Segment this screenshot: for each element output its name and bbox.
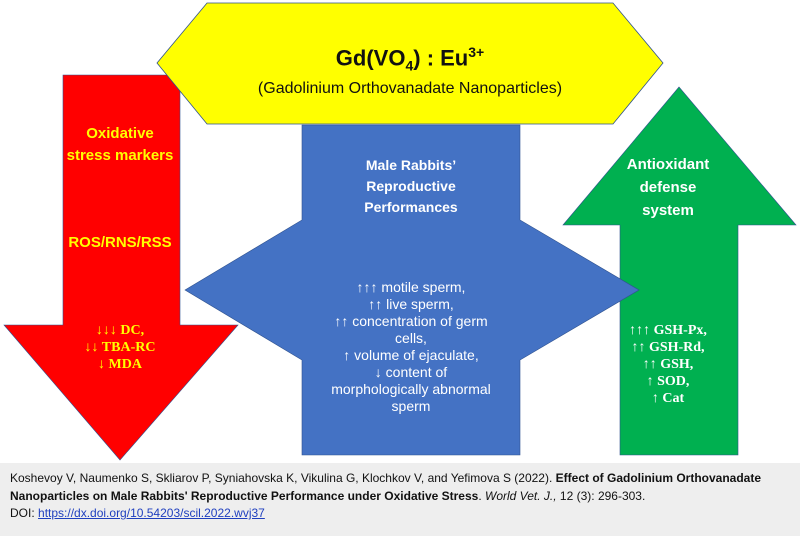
formula-title: Gd(VO4) : Eu3+ bbox=[170, 44, 650, 74]
antioxidant-title-line: system bbox=[642, 202, 694, 219]
oxidative-title: Oxidative stress markers bbox=[55, 123, 185, 167]
formula-mid: ) : Eu bbox=[413, 45, 469, 71]
formula-superscript: 3+ bbox=[468, 44, 485, 60]
reproductive-item: ↑↑ live sperm, bbox=[368, 296, 454, 312]
oxidative-item: ↓ MDA bbox=[98, 357, 142, 372]
antioxidant-defense-arrow bbox=[562, 86, 797, 456]
citation-box bbox=[0, 463, 800, 536]
oxidative-items: ↓↓↓ DC, ↓↓ TBA-RC ↓ MDA bbox=[55, 322, 185, 373]
oxidative-title-line: Oxidative bbox=[86, 125, 154, 142]
antioxidant-item: ↑↑ GSH-Rd, bbox=[631, 340, 705, 355]
reproductive-title-line: Male Rabbits’ bbox=[365, 157, 457, 173]
antioxidant-title-line: Antioxidant bbox=[626, 156, 710, 173]
reproductive-title-line: Reproductive bbox=[366, 178, 456, 194]
antioxidant-item: ↑↑ GSH, bbox=[642, 357, 694, 372]
citation: Koshevoy V, Naumenko S, Skliarov P, Syni… bbox=[10, 471, 762, 520]
oxidative-stress-arrow bbox=[3, 74, 239, 461]
antioxidant-item: ↑ SOD, bbox=[646, 374, 690, 389]
citation-title: Effect of Gadolinium Orthovanadate Nanop… bbox=[10, 471, 762, 503]
formula-subscript: 4 bbox=[405, 57, 414, 74]
citation-volume: 12 (3): 296-303. bbox=[559, 488, 646, 503]
antioxidant-items: ↑↑↑ GSH-Px, ↑↑ GSH-Rd, ↑↑ GSH, ↑ SOD, ↑ … bbox=[618, 322, 718, 407]
reproductive-performance-arrow bbox=[184, 124, 640, 456]
citation-doi-link[interactable]: https://dx.doi.org/10.54203/scil.2022.wv… bbox=[38, 506, 265, 520]
oxidative-title-line: stress markers bbox=[66, 147, 174, 164]
reproductive-title: Male Rabbits’ Reproductive Performances bbox=[300, 155, 522, 218]
antioxidant-item: ↑ Cat bbox=[651, 391, 685, 406]
reproductive-items: ↑↑↑ motile sperm, ↑↑ live sperm, ↑↑ conc… bbox=[300, 279, 522, 415]
reproductive-item: ↑↑ concentration of germ bbox=[334, 313, 488, 329]
reproductive-item: ↓ content of bbox=[374, 364, 448, 380]
oxidative-subtitle: ROS/RNS/RSS bbox=[68, 234, 172, 251]
antioxidant-item: ↑↑↑ GSH-Px, bbox=[629, 323, 707, 338]
reproductive-item: sperm bbox=[391, 398, 431, 414]
reproductive-item: morphologically abnormal bbox=[331, 381, 491, 397]
oxidative-item: ↓↓↓ DC, bbox=[95, 323, 145, 338]
antioxidant-title-line: defense bbox=[639, 179, 697, 196]
reproductive-title-line: Performances bbox=[364, 199, 458, 215]
citation-authors: Koshevoy V, Naumenko S, Skliarov P, Syni… bbox=[10, 471, 553, 485]
formula-subtitle: (Gadolinium Orthovanadate Nanoparticles) bbox=[257, 80, 563, 97]
citation-doi-label: DOI: bbox=[10, 506, 35, 520]
antioxidant-title: Antioxidant defense system bbox=[618, 153, 718, 222]
reproductive-item: cells, bbox=[395, 330, 427, 346]
formula-main: Gd(VO bbox=[335, 45, 406, 71]
oxidative-item: ↓↓ TBA-RC bbox=[84, 340, 156, 355]
citation-journal: World Vet. J., bbox=[485, 488, 557, 503]
nanoparticle-hexagon bbox=[156, 2, 664, 125]
reproductive-item: ↑ volume of ejaculate, bbox=[343, 347, 479, 363]
reproductive-item: ↑↑↑ motile sperm, bbox=[356, 279, 466, 295]
